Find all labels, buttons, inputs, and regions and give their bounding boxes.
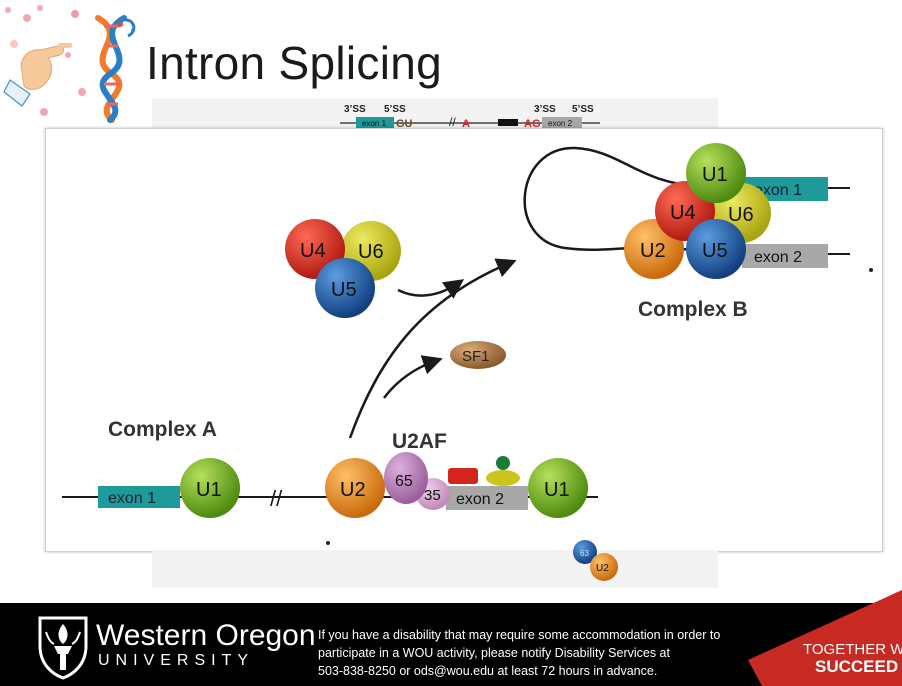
sf1	[450, 341, 506, 369]
strip-branch-a: A	[462, 118, 470, 130]
university-subtitle: UNIVERSITY	[98, 652, 255, 669]
complex-a-u1-left	[180, 458, 240, 518]
fragment-u2	[590, 553, 618, 581]
complex-a-exon1-label: exon 1	[108, 490, 156, 507]
tri-u4-label: U4	[300, 240, 326, 262]
label-5ss-left: 5’SS	[384, 104, 406, 115]
fragment-blue-label: 63	[580, 549, 589, 558]
complex-b-exon2-box	[742, 244, 828, 268]
complex-b-u2-label: U2	[640, 240, 666, 262]
complex-a-label: Complex A	[108, 418, 217, 441]
complex-b-intron-loop	[523, 146, 701, 252]
fragment-blue	[573, 540, 597, 564]
slide-title: Intron Splicing	[146, 37, 442, 89]
notice-line-1: If you have a disability that may requir…	[318, 628, 721, 642]
strip-exon2-box	[542, 117, 582, 128]
footer-bar	[0, 603, 902, 686]
complex-a-exon2-box	[446, 486, 528, 510]
notice-line-3: 503-838-8250 or ods@wou.edu at least 72 …	[318, 664, 658, 678]
u2af65-label: 65	[395, 473, 413, 490]
dna-hand-illustration	[3, 5, 136, 123]
complex-b-u5-label: U5	[702, 240, 728, 262]
university-name: Western Oregon	[96, 619, 316, 652]
u2af-label: U2AF	[392, 430, 447, 453]
u2af-red-factor	[448, 468, 478, 484]
complex-a-u1-right-label: U1	[544, 479, 570, 501]
disability-notice: If you have a disability that may requir…	[318, 626, 748, 680]
arrow-tri-snrnp	[397, 279, 465, 299]
label-3ss-left: 3’SS	[344, 104, 366, 115]
complex-a-u2	[325, 458, 385, 518]
wou-torch-logo-icon	[38, 616, 88, 680]
complex-b-label: Complex B	[638, 298, 748, 321]
label-5ss-right: 5’SS	[572, 104, 594, 115]
strip-exon2-label: exon 2	[548, 119, 573, 128]
tri-u6-label: U6	[358, 241, 384, 263]
complex-a-u1-right	[528, 458, 588, 518]
complex-b-exon1-label: exon 1	[754, 182, 802, 199]
u2af-green-factor	[496, 456, 510, 470]
lower-strip	[152, 550, 718, 588]
complex-a-break: //	[270, 486, 283, 511]
strip-exon1-label: exon 1	[362, 119, 387, 128]
strip-gu: GU	[396, 118, 413, 130]
splice-site-schematic: 3’SS 5’SS exon 1 GU // A AG exon 2 3’SS …	[340, 104, 600, 130]
complex-a-exon2-label: exon 2	[456, 491, 504, 508]
stray-dot	[869, 268, 873, 272]
label-3ss-right: 3’SS	[534, 104, 556, 115]
tri-u5-label: U5	[331, 279, 357, 301]
complex-a-exon1-box	[98, 486, 180, 508]
complex-b-u1-label: U1	[702, 164, 728, 186]
complex-a-u1-left-label: U1	[196, 479, 222, 501]
notice-line-2: participate in a WOU activity, please no…	[318, 646, 670, 660]
strip-exon1-box	[356, 117, 394, 128]
complex-b-u5	[686, 219, 746, 279]
complex-a-u2-label: U2	[340, 479, 366, 501]
complex-b-u1	[686, 143, 746, 203]
stray-dot-2	[326, 541, 330, 545]
strip-ppt	[498, 119, 518, 126]
arrow-to-sf1	[383, 355, 443, 399]
arrow-to-complex-b	[348, 258, 517, 439]
splice-site-strip	[152, 98, 718, 132]
strip-break: //	[449, 115, 456, 129]
strip-ag: AG	[524, 118, 541, 130]
slogan-red-shape	[748, 590, 902, 686]
slogan-line-2: SUCCEED	[815, 657, 899, 676]
tri-u5	[315, 258, 375, 318]
slogan-line-1: TOGETHER WE	[803, 641, 902, 658]
spliceosome-diagram: exon 1 // U1 exon 2 35 65 U2 U1 Complex …	[62, 143, 873, 581]
u2af-yellow-factor	[486, 470, 520, 486]
complex-b-u6-label: U6	[728, 204, 754, 226]
fragment-u2-label: U2	[596, 563, 609, 574]
complex-b-u4-label: U4	[670, 202, 696, 224]
u2af35-label: 35	[424, 487, 441, 504]
complex-b-exon2-label: exon 2	[754, 249, 802, 266]
u2af65	[384, 452, 428, 504]
sf1-label: SF1	[462, 348, 490, 365]
